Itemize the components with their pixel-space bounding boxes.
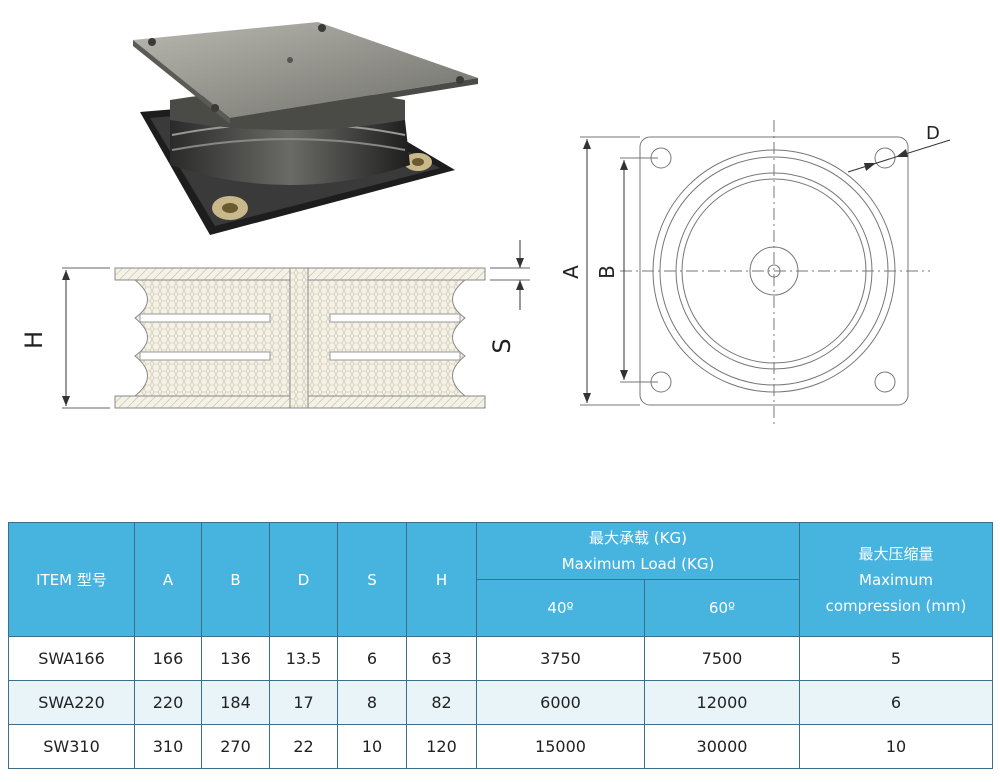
table-row: SW310 310 270 22 10 120 15000 30000 10 xyxy=(8,724,993,769)
cell-b: 136 xyxy=(201,636,270,681)
cell-d: 22 xyxy=(269,724,338,769)
max-compression-en-2: compression (mm) xyxy=(825,596,967,615)
col-header-max-load: 最大承载 (KG) Maximum Load (KG) xyxy=(476,522,800,580)
product-figure: H S A B xyxy=(20,22,951,425)
dim-label-h: H xyxy=(20,331,48,349)
col-header-load-60: 60º xyxy=(644,579,800,637)
cell-load-40: 6000 xyxy=(476,680,645,725)
cell-b: 270 xyxy=(201,724,270,769)
max-compression-en-1: Maximum xyxy=(859,570,933,589)
product-photo xyxy=(133,22,478,235)
cell-load-60: 30000 xyxy=(644,724,800,769)
dim-label-s: S xyxy=(488,338,516,353)
cell-compression: 10 xyxy=(799,724,993,769)
cell-a: 220 xyxy=(134,680,202,725)
table-row: SWA220 220 184 17 8 82 6000 12000 6 xyxy=(8,680,993,725)
cell-compression: 5 xyxy=(799,636,993,681)
max-load-en: Maximum Load (KG) xyxy=(561,555,715,573)
table-row: SWA166 166 136 13.5 6 63 3750 7500 5 xyxy=(8,636,993,681)
cell-compression: 6 xyxy=(799,680,993,725)
col-header-max-compression: 最大压缩量 Maximum compression (mm) xyxy=(799,522,993,637)
cell-h: 82 xyxy=(406,680,477,725)
spec-table: ITEM 型号 A B D S H 最大承载 (KG) Maximum Load… xyxy=(8,522,993,769)
cell-load-60: 12000 xyxy=(644,680,800,725)
col-header-load-40: 40º xyxy=(476,579,645,637)
cell-h: 63 xyxy=(406,636,477,681)
col-header-d: D xyxy=(269,522,338,637)
cell-item: SWA220 xyxy=(8,680,135,725)
cell-load-60: 7500 xyxy=(644,636,800,681)
dim-label-b: B xyxy=(595,265,619,279)
dim-label-d: D xyxy=(926,123,940,144)
header-row-2: 40º 60º xyxy=(9,579,993,637)
cell-a: 166 xyxy=(134,636,202,681)
cell-s: 6 xyxy=(337,636,407,681)
cell-load-40: 3750 xyxy=(476,636,645,681)
header-row-1: ITEM 型号 A B D S H 最大承载 (KG) Maximum Load… xyxy=(8,522,993,637)
plan-dimension-lines: A B D xyxy=(559,123,951,403)
cell-d: 17 xyxy=(269,680,338,725)
cell-load-40: 15000 xyxy=(476,724,645,769)
col-header-b: B xyxy=(201,522,270,637)
cell-d: 13.5 xyxy=(269,636,338,681)
cell-item: SW310 xyxy=(8,724,135,769)
cell-s: 8 xyxy=(337,680,407,725)
col-header-h: H xyxy=(406,522,477,637)
cell-b: 184 xyxy=(201,680,270,725)
dim-label-a: A xyxy=(559,265,583,279)
side-section-drawing: H S xyxy=(20,240,530,409)
col-header-a: A xyxy=(134,522,202,637)
cell-h: 120 xyxy=(406,724,477,769)
max-load-cn: 最大承载 (KG) xyxy=(589,529,687,547)
cell-item: SWA166 xyxy=(8,636,135,681)
cell-s: 10 xyxy=(337,724,407,769)
col-header-s: S xyxy=(337,522,407,637)
cell-a: 310 xyxy=(134,724,202,769)
col-header-item: ITEM 型号 xyxy=(8,522,135,637)
max-compression-cn: 最大压缩量 xyxy=(858,544,934,563)
plan-view-drawing xyxy=(580,120,930,425)
